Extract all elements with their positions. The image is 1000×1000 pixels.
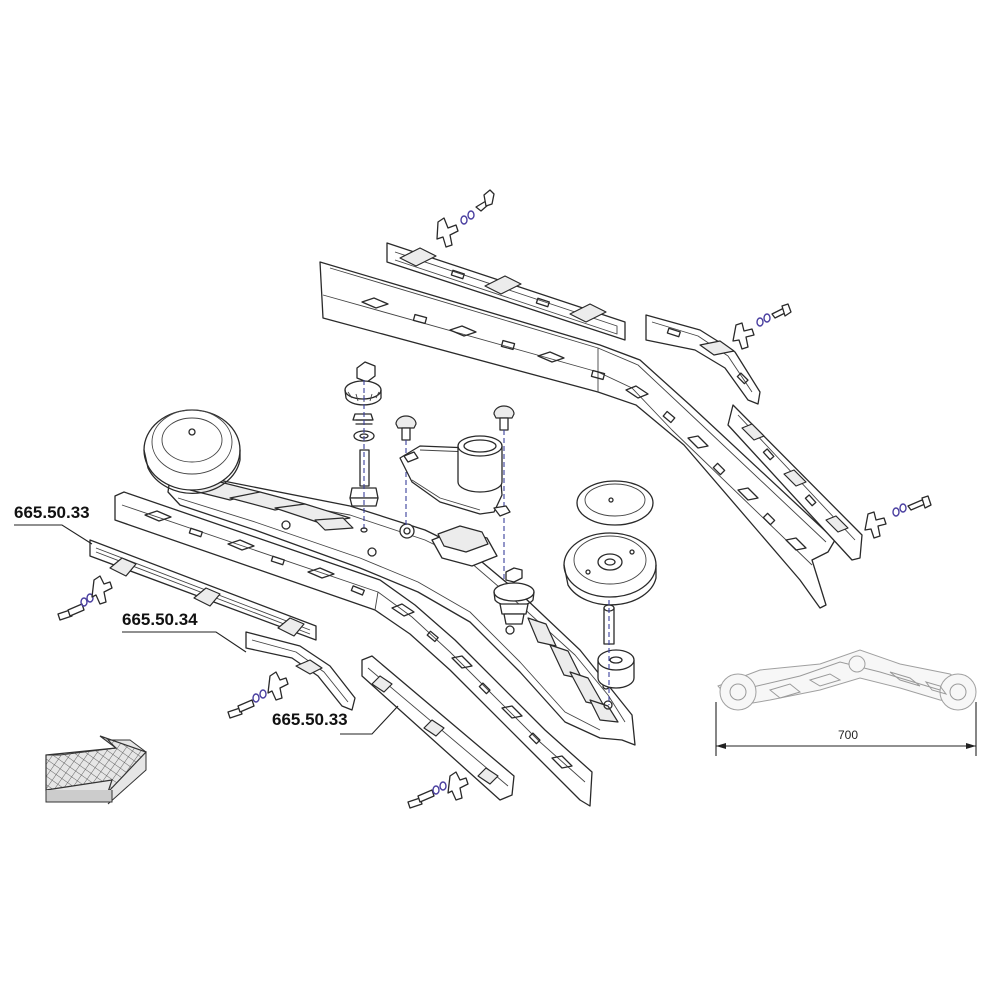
hatched-direction-arrow-icon [45,735,148,805]
fastener-far-right [864,495,932,539]
part-label-group-1: 665.50.33 [14,503,93,545]
fastener-top-left [436,189,495,248]
part-label-group-3: 665.50.33 [272,705,399,735]
dimension-inset: 700 [715,649,977,756]
mushroom-knob-left [395,415,417,528]
adjustment-knob-assembly [344,361,382,533]
upper-blade-strip-left [386,242,626,341]
upper-blade-strip-mid [645,314,761,405]
fastener-lower-mid [227,671,289,719]
wheel-bushing [597,649,635,689]
right-wheel-cover [576,480,654,526]
left-wheel [143,409,241,495]
lower-blade-holder [114,491,593,807]
fastener-lower-right [407,771,469,809]
blade-strip-665-50-33-lower [361,655,515,801]
part-label-665-50-33-bottom: 665.50.33 [272,710,348,729]
fastener-mid-right [732,303,792,350]
part-label-665-50-33-top: 665.50.33 [14,503,90,522]
upper-blade-channel [319,261,836,609]
blade-strip-665-50-34 [245,631,356,711]
main-frame [167,473,636,746]
hose-connector [399,435,511,517]
right-wheel [563,532,657,606]
dimension-700-label: 700 [838,728,858,742]
pivot-knob-assembly [493,567,535,625]
blade-strip-665-50-33-upper [89,539,317,641]
part-label-group-2: 665.50.34 [122,610,247,653]
part-label-665-50-34: 665.50.34 [122,610,198,629]
mushroom-knob-right [493,405,515,580]
fastener-lower-left [57,575,113,621]
channel-slots [361,297,807,551]
upper-blade-strip-right [727,404,863,561]
